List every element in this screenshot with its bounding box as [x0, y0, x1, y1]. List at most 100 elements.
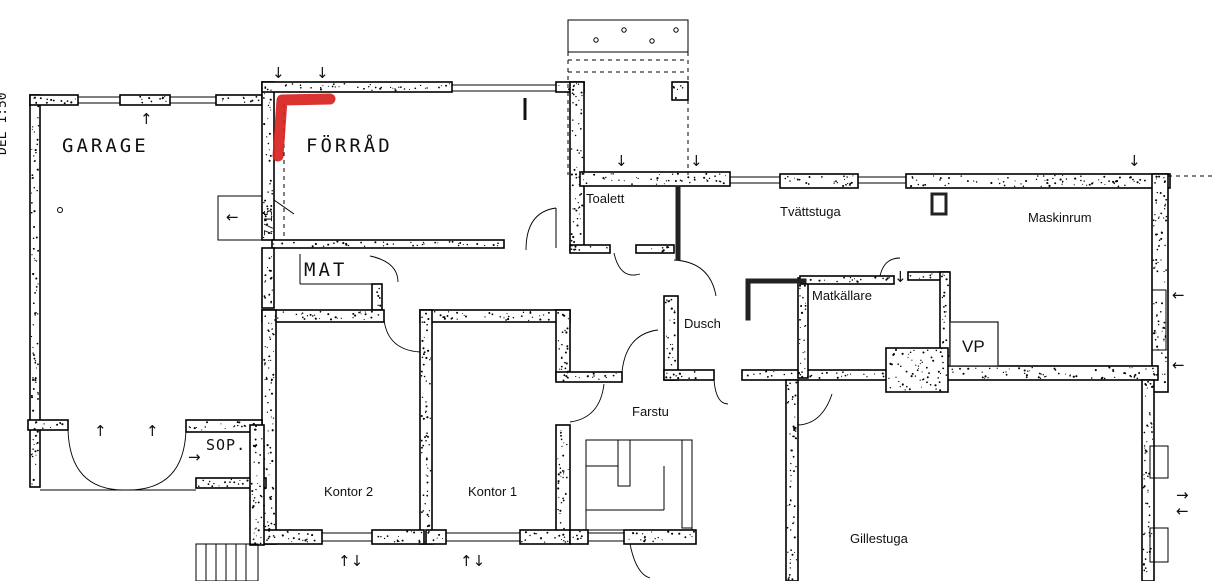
- wall-speckle: [1151, 385, 1154, 388]
- wall-speckle: [939, 372, 942, 375]
- wall-speckle: [1165, 269, 1167, 271]
- wall-speckle: [1156, 314, 1158, 316]
- wall-speckle: [270, 359, 272, 361]
- wall-speckle: [31, 483, 33, 485]
- wall-speckle: [687, 176, 690, 179]
- wall-speckle: [70, 101, 73, 104]
- wall-speckle: [925, 366, 928, 369]
- wall-speckle: [370, 316, 373, 319]
- wall-speckle: [74, 98, 76, 100]
- wall-speckle: [414, 87, 417, 90]
- wall-speckle: [566, 372, 568, 374]
- wall-speckle: [259, 494, 262, 497]
- wall-speckle: [273, 536, 276, 538]
- wall-speckle: [386, 535, 389, 537]
- wall-speckle: [224, 481, 226, 484]
- wall-speckle: [34, 361, 37, 364]
- wall-speckle: [265, 377, 268, 381]
- wall-speckle: [36, 189, 38, 192]
- wall-speckle: [1002, 180, 1005, 183]
- wall-speckle: [1164, 203, 1167, 205]
- wall-speckle: [281, 242, 284, 245]
- wall-speckle: [1144, 558, 1147, 560]
- wall-speckle: [655, 183, 658, 185]
- room-label-kontor2: Kontor 2: [324, 484, 373, 499]
- wall-speckle: [32, 237, 35, 240]
- wall-speckle: [666, 372, 668, 374]
- wall-speckle: [566, 443, 568, 446]
- wall-speckle: [795, 465, 797, 468]
- wall-speckle: [565, 375, 568, 378]
- wall-speckle: [31, 453, 33, 455]
- wall-speckle: [571, 92, 574, 95]
- wall-speckle: [680, 85, 682, 87]
- wall-speckle: [327, 243, 330, 246]
- wall-speckle: [165, 100, 167, 103]
- wall-speckle: [503, 317, 505, 319]
- wall-speckle: [421, 396, 424, 398]
- wall-speckle: [753, 373, 755, 375]
- wall-speckle: [1164, 244, 1166, 247]
- wall-speckle: [311, 534, 314, 537]
- wall-speckle: [270, 205, 273, 207]
- wall-speckle: [942, 327, 945, 330]
- wall-speckle: [793, 536, 796, 539]
- wall-speckle: [673, 311, 676, 314]
- maskinrum-window: [857, 176, 907, 184]
- wall-speckle: [843, 175, 845, 178]
- wall-speckle: [943, 310, 946, 313]
- wall-speckle: [984, 375, 987, 378]
- wall-speckle: [426, 87, 428, 89]
- wall-speckle: [1152, 367, 1154, 370]
- svg-text:→: →: [188, 448, 201, 466]
- wall-speckle: [423, 321, 426, 324]
- wall-speckle: [264, 525, 267, 528]
- wall-speckle: [270, 382, 272, 384]
- wall-speckle: [443, 316, 446, 319]
- wall-speckle: [1129, 367, 1131, 369]
- wall-speckle: [679, 179, 682, 182]
- wall-speckle: [31, 128, 33, 131]
- wall-speckle: [1142, 486, 1145, 489]
- wall-speckle: [1142, 548, 1145, 551]
- wall-speckle: [906, 385, 908, 388]
- wall-speckle: [885, 278, 888, 281]
- wall-speckle: [161, 97, 164, 100]
- wall-speckle: [264, 199, 267, 202]
- wall-speckle: [570, 148, 573, 150]
- wall-speckle: [670, 298, 673, 301]
- wall-speckle: [1163, 194, 1166, 198]
- wall-speckle: [263, 123, 266, 126]
- wall-speckle: [581, 204, 584, 207]
- wall-speckle: [34, 314, 36, 316]
- wall-speckle: [579, 194, 581, 196]
- wall-speckle: [60, 99, 63, 102]
- wall-speckle: [1002, 371, 1005, 374]
- wall-speckle: [1124, 184, 1126, 186]
- wall-speckle: [789, 469, 792, 472]
- wall-speckle: [270, 208, 272, 211]
- wall-speckle: [567, 370, 569, 373]
- wall-speckle: [666, 348, 668, 350]
- wall-speckle: [563, 470, 565, 472]
- wall-speckle: [270, 507, 273, 509]
- wall-speckle: [574, 173, 578, 176]
- wall-speckle: [264, 379, 266, 381]
- wall-speckle: [1156, 345, 1159, 348]
- wall-speckle: [255, 488, 257, 491]
- wall-speckle: [1149, 414, 1151, 416]
- wall-speckle: [790, 462, 792, 465]
- wall-speckle: [426, 329, 428, 332]
- wall-speckle: [263, 358, 266, 361]
- wall-speckle: [259, 542, 262, 545]
- wall-speckle: [1040, 185, 1042, 188]
- wall-speckle: [268, 360, 270, 362]
- wall-speckle: [1163, 270, 1165, 273]
- wall-speckle: [790, 480, 792, 482]
- wall-speckle: [311, 245, 314, 248]
- wall-speckle: [492, 243, 495, 247]
- wall-speckle: [677, 377, 680, 380]
- wall-speckle: [1108, 366, 1111, 369]
- wall-speckle: [345, 242, 348, 245]
- wall-speckle: [1103, 175, 1106, 178]
